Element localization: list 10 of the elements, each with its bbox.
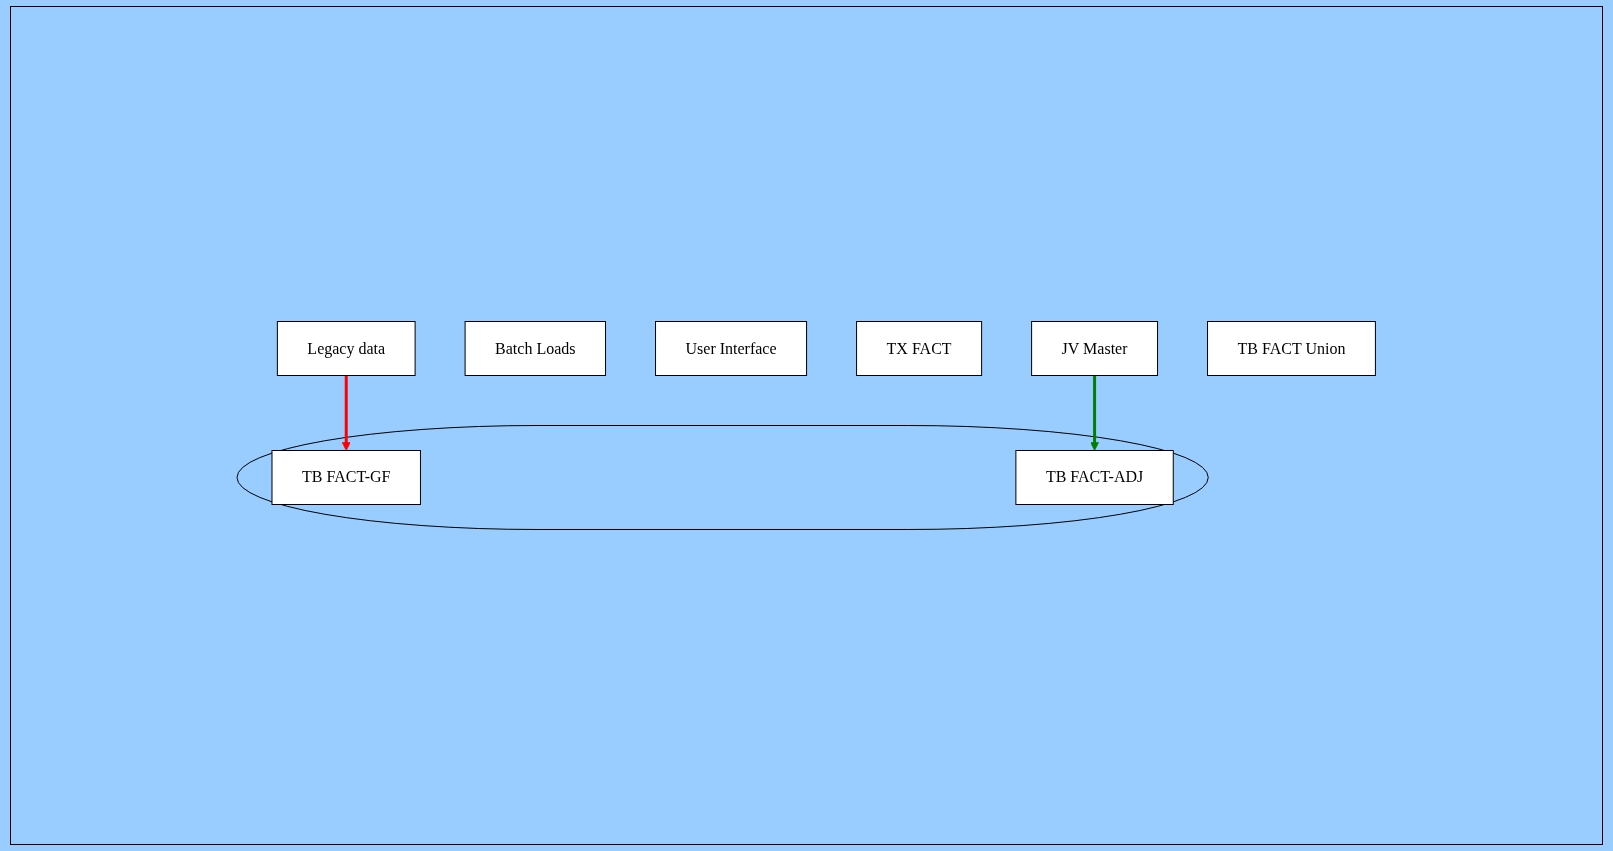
arrow bbox=[342, 375, 351, 451]
node-box: JV Master bbox=[1031, 321, 1159, 376]
node-box: TB FACT-ADJ bbox=[1015, 450, 1175, 505]
node-box: TB FACT Union bbox=[1207, 321, 1377, 376]
node-box: Batch Loads bbox=[464, 321, 607, 376]
node-box: TX FACT bbox=[856, 321, 983, 376]
node-box: User Interface bbox=[655, 321, 808, 376]
node-box: Legacy data bbox=[277, 321, 416, 376]
arrow bbox=[1090, 375, 1100, 451]
node-box: TB FACT-GF bbox=[271, 450, 422, 505]
